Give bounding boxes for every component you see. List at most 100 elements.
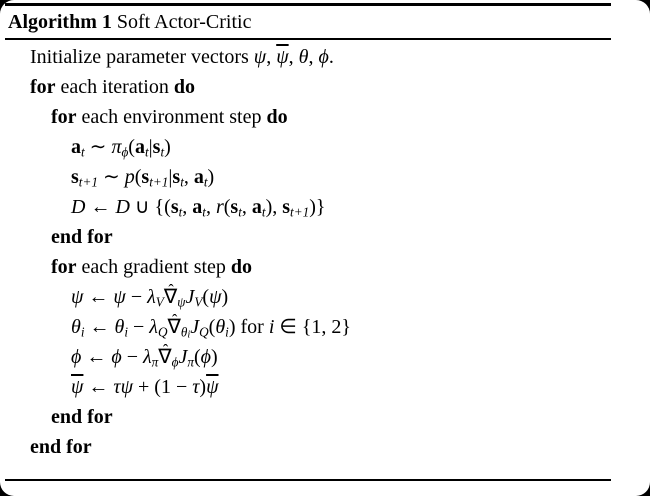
algorithm-line: D ← D ∪ {(st, at, r(st, at), st+1)} bbox=[0, 192, 650, 222]
text-segment: , bbox=[266, 46, 277, 68]
text-segment: i bbox=[80, 324, 85, 340]
text-segment: each iteration bbox=[55, 76, 174, 98]
algorithm-line: end for bbox=[0, 222, 650, 252]
algorithm-line: for each gradient step do bbox=[0, 252, 650, 282]
algorithm-line: at ∼ πϕ(at|st) bbox=[0, 132, 650, 162]
text-segment: V bbox=[194, 294, 203, 310]
text-segment: λ bbox=[143, 346, 152, 368]
text-segment: − bbox=[128, 316, 150, 338]
bottom-rule bbox=[5, 479, 611, 481]
text-segment: ∼ bbox=[84, 136, 112, 158]
algorithm-line: end for bbox=[0, 402, 650, 432]
text-segment: each gradient step bbox=[76, 256, 231, 278]
text-segment: Q bbox=[199, 324, 209, 340]
text-segment: for bbox=[30, 76, 56, 98]
text-segment: s bbox=[170, 196, 179, 218]
text-segment: + (1 − bbox=[133, 376, 193, 398]
text-segment: ( bbox=[194, 346, 201, 368]
text-segment: i bbox=[187, 329, 191, 341]
text-segment: ∈ {1, 2} bbox=[274, 316, 352, 338]
text-segment: θ bbox=[180, 324, 188, 340]
text-segment: π bbox=[151, 354, 159, 370]
text-segment: ψ bbox=[71, 376, 84, 398]
text-segment: ϕ bbox=[71, 346, 82, 368]
text-segment: p bbox=[124, 166, 135, 188]
text-segment: π bbox=[187, 354, 194, 370]
algorithm-line: st+1 ∼ p(st+1|st, at) bbox=[0, 162, 650, 192]
text-segment: ) bbox=[211, 346, 218, 368]
algorithm-header: Algorithm 1 Soft Actor-Critic bbox=[8, 9, 251, 35]
text-segment: end for bbox=[51, 226, 113, 248]
text-segment: ( bbox=[223, 196, 231, 218]
text-segment: ( bbox=[202, 286, 210, 308]
text-segment: do bbox=[266, 106, 288, 128]
algorithm-title: Soft Actor-Critic bbox=[111, 11, 252, 33]
text-segment: s bbox=[230, 196, 239, 218]
text-segment: θ bbox=[298, 46, 309, 68]
text-segment: ϕ bbox=[200, 346, 212, 368]
text-segment: ) bbox=[221, 286, 229, 308]
nabla-hat-symbol: ∇ bbox=[158, 342, 171, 372]
text-segment: θ bbox=[215, 316, 226, 338]
nabla-hat-symbol: ∇ bbox=[167, 312, 180, 342]
text-segment: θ bbox=[114, 316, 125, 338]
text-segment: ψ bbox=[120, 376, 134, 398]
text-segment: ψ bbox=[209, 286, 222, 308]
text-segment: D bbox=[71, 196, 86, 218]
text-segment: t bbox=[160, 144, 165, 160]
text-segment: ← bbox=[84, 316, 115, 338]
top-rule bbox=[5, 3, 611, 6]
text-segment: | bbox=[148, 136, 153, 158]
text-segment: a bbox=[251, 196, 262, 218]
algorithm-line: for each environment step do bbox=[0, 102, 650, 132]
text-segment: − bbox=[121, 346, 143, 368]
text-segment: ), bbox=[265, 196, 283, 218]
text-segment: t+1 bbox=[78, 174, 98, 190]
text-segment: ∪ {( bbox=[129, 196, 171, 218]
text-segment: ψ bbox=[276, 46, 289, 68]
text-segment: ϕ bbox=[111, 346, 122, 368]
text-segment: s bbox=[141, 166, 150, 188]
algorithm-line: ψ ← ψ − λV∇ψJV(ψ) bbox=[0, 282, 650, 312]
algorithm-line: ϕ ← ϕ − λπ∇ϕJπ(ϕ) bbox=[0, 342, 650, 372]
text-segment: r bbox=[215, 196, 224, 218]
header-separator-rule bbox=[5, 38, 611, 40]
text-segment: Q bbox=[157, 324, 168, 340]
algorithm-line: for each iteration do bbox=[0, 72, 650, 102]
text-segment: i bbox=[225, 324, 229, 340]
algorithm-line: θi ← θi − λQ∇θiJQ(θi) for i ∈ {1, 2} bbox=[0, 312, 650, 342]
text-segment: s bbox=[172, 166, 181, 188]
text-segment: − bbox=[125, 286, 148, 308]
text-segment: t bbox=[144, 144, 149, 160]
text-segment: ψ bbox=[71, 286, 84, 308]
text-segment: ) for bbox=[228, 316, 269, 338]
text-segment: t bbox=[180, 174, 184, 190]
text-segment: t+1 bbox=[290, 204, 310, 220]
text-segment: t bbox=[261, 204, 266, 220]
text-segment: a bbox=[134, 136, 145, 158]
algorithm-label: Algorithm 1 bbox=[8, 11, 112, 33]
text-segment: a bbox=[193, 166, 204, 188]
text-segment: Initialize parameter vectors bbox=[30, 46, 254, 68]
text-segment: each environment step bbox=[76, 106, 267, 128]
text-segment: ← bbox=[85, 196, 116, 218]
text-segment: ϕ bbox=[121, 144, 129, 160]
text-segment: s bbox=[152, 136, 161, 158]
text-segment: ) bbox=[164, 136, 171, 158]
text-segment: , bbox=[182, 196, 193, 218]
text-segment: , bbox=[241, 196, 252, 218]
text-segment: t+1 bbox=[149, 174, 169, 190]
algorithm-line: end for bbox=[0, 432, 650, 462]
text-segment: end for bbox=[51, 406, 113, 428]
text-segment: i bbox=[124, 324, 128, 340]
algorithm-line: Initialize parameter vectors ψ, ψ, θ, ϕ. bbox=[0, 42, 650, 72]
text-segment: ∼ bbox=[97, 166, 125, 188]
text-segment: t bbox=[178, 204, 183, 220]
text-segment: ψ bbox=[113, 286, 126, 308]
text-segment: i bbox=[268, 316, 275, 338]
text-segment: λ bbox=[149, 316, 158, 338]
text-segment: a bbox=[71, 136, 81, 158]
text-segment: , bbox=[308, 46, 319, 68]
text-segment: π bbox=[111, 136, 122, 158]
